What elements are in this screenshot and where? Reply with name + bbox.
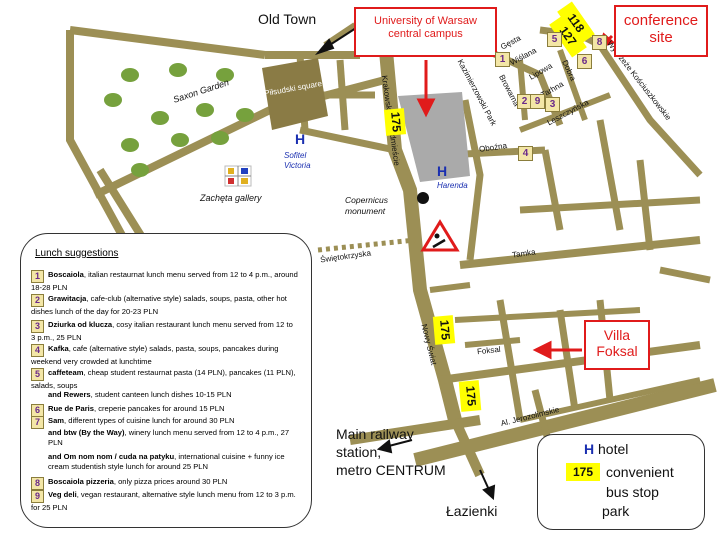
arrow-lazienki-icon [482, 484, 496, 501]
callout-university: University of Warsaw central campus [354, 7, 497, 57]
arrow-villa-icon [532, 340, 552, 360]
road-s-8 [519, 377, 701, 423]
road-tamka [459, 236, 701, 269]
road-foksal [464, 337, 521, 348]
arrow-old-town-icon [314, 38, 335, 56]
label-lazienki: Łazienki [446, 503, 498, 519]
lunch-item-7b: and btw (By the Way), winery lunch menu … [48, 428, 290, 447]
lunch-item-5b: and Rewers, student canteen lunch dishes… [48, 390, 232, 399]
road-mid-4 [299, 126, 396, 154]
callout-conference: conference site [614, 5, 708, 57]
pin-8: 8 [592, 35, 607, 50]
road-s-3 [454, 307, 641, 323]
pin-9: 9 [530, 94, 545, 109]
road-wybrzeze [597, 43, 703, 178]
road-e-5 [659, 266, 711, 284]
bus-stop-175-mid: 175 [432, 315, 456, 345]
label-copernicus: Copernicus monument [345, 195, 388, 216]
label-old-town: Old Town [258, 11, 317, 27]
legend-park-label: park [602, 503, 630, 519]
legend-hotel-icon: H [584, 441, 595, 457]
lunch-title: Lunch suggestions [35, 248, 119, 259]
pin-3: 3 [545, 97, 560, 112]
bus-stop-175-north: 175 [383, 108, 407, 136]
road-s-4 [439, 341, 701, 384]
label-railway: Main railway station, metro CENTRUM [336, 426, 446, 478]
pin-6: 6 [577, 54, 592, 69]
arrow-university-icon [416, 98, 436, 118]
road-north-1 [69, 26, 266, 59]
hotel-sofitel-name: Sofitel Victoria [284, 151, 311, 170]
direction-arrows [314, 27, 496, 501]
label-zacheta: Zachęta gallery [200, 193, 262, 203]
road-leszczynska [518, 92, 612, 133]
university-campus [398, 92, 470, 182]
callout-arrows [416, 32, 615, 360]
road-swietokrzyska [317, 237, 416, 253]
map-legend: H hotel 175 convenient bus stop park [537, 434, 705, 530]
hotel-harenda-icon: H [437, 163, 448, 179]
saxon-garden-trees [104, 63, 254, 177]
zacheta-icon [224, 165, 252, 187]
roadworks-warning-icon [420, 219, 460, 252]
lunch-item-7c: and Om nom nom / cuda na patyku, interna… [48, 452, 285, 471]
road-campus-e [461, 99, 484, 261]
pilsudski-square [262, 58, 328, 130]
road-browarna [517, 59, 528, 121]
hotel-sofitel-icon: H [295, 131, 306, 147]
legend-hotel-label: hotel [598, 441, 629, 457]
copernicus-marker [417, 192, 429, 204]
road-west-1 [66, 30, 134, 252]
hotel-harenda-name: Harenda [437, 181, 468, 190]
pin-5: 5 [547, 32, 562, 47]
arrow-railway-icon [376, 439, 393, 454]
pin-4: 4 [518, 146, 533, 161]
road-e-4 [519, 196, 701, 214]
road-s-6 [429, 282, 471, 293]
road-mid-3 [336, 59, 349, 131]
bus-stop-175-south: 175 [458, 380, 482, 412]
legend-bus-sample: 175 [566, 463, 600, 481]
road-e-2 [596, 119, 624, 231]
road-e-1 [541, 149, 564, 231]
legend-bus-label: convenient bus stop [606, 464, 674, 500]
road-lazienki [450, 417, 485, 478]
callout-villa-foksal: Villa Foksal [584, 320, 650, 370]
pin-1: 1 [495, 52, 510, 67]
